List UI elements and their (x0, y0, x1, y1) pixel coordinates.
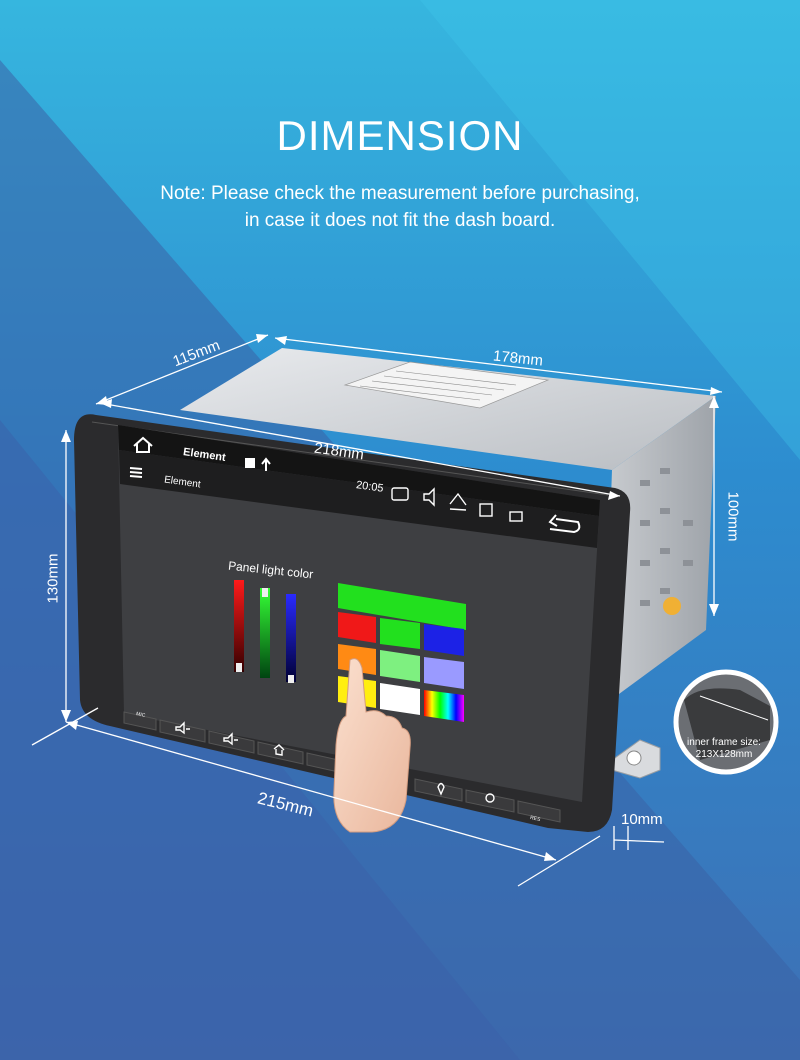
chassis-sticker-dot (663, 597, 681, 615)
swatch-white (380, 683, 420, 715)
arrow-heads (61, 334, 722, 861)
swatch-blue (424, 624, 464, 656)
home-icon (133, 436, 153, 453)
image-icon (245, 458, 255, 468)
usb-icon (261, 457, 271, 471)
page-title: DIMENSION (276, 112, 524, 159)
res-button (517, 800, 561, 823)
note-line-1: Note: Please check the measurement befor… (160, 183, 640, 204)
menu-icon (129, 467, 143, 478)
app-bar (119, 450, 599, 548)
home-button-icon (273, 744, 285, 756)
side-height-label: 100mm (724, 491, 742, 542)
red-slider (234, 580, 244, 672)
swatch-red (338, 612, 376, 643)
home-button (257, 741, 304, 765)
radio-icon (485, 793, 495, 803)
volume-icon (423, 487, 435, 507)
swatch-light-green (380, 650, 420, 682)
location-pin-icon (437, 782, 445, 796)
mic-button (123, 711, 157, 731)
eject-icon (449, 492, 467, 511)
bracket-depth-label: 10mm (621, 811, 663, 828)
swatch-rainbow (424, 690, 464, 722)
volume-down-icon (175, 721, 190, 735)
front-height-label: 130mm (44, 553, 62, 604)
sticker-lines (359, 370, 517, 401)
note-line-2: in case it does not fit the dash board. (244, 210, 556, 231)
radio-button (465, 789, 515, 813)
inset-caption: inner frame size: 213X128mm (676, 737, 772, 761)
swatch-green-wide (338, 583, 466, 630)
status-bar (118, 425, 600, 516)
swatch-lavender (424, 657, 464, 689)
pointing-hand (333, 658, 411, 833)
dimension-lines (31, 334, 723, 887)
inset-caption-line2: 213X128mm (695, 749, 753, 760)
close-box-icon (479, 503, 493, 517)
camera-icon (391, 487, 409, 501)
purchase-note: Note: Please check the measurement befor… (0, 180, 800, 234)
inset-caption-line1: inner frame size: (687, 737, 761, 748)
gps-button (414, 778, 463, 802)
blue-slider (286, 594, 296, 682)
chassis-label-sticker (343, 361, 550, 409)
back-icon (548, 514, 581, 534)
chassis-holes (640, 468, 693, 606)
swatch-green (380, 618, 420, 649)
chassis-top (180, 348, 716, 470)
window-icon (509, 511, 523, 522)
volume-up-icon (223, 732, 238, 746)
green-slider (260, 588, 270, 678)
